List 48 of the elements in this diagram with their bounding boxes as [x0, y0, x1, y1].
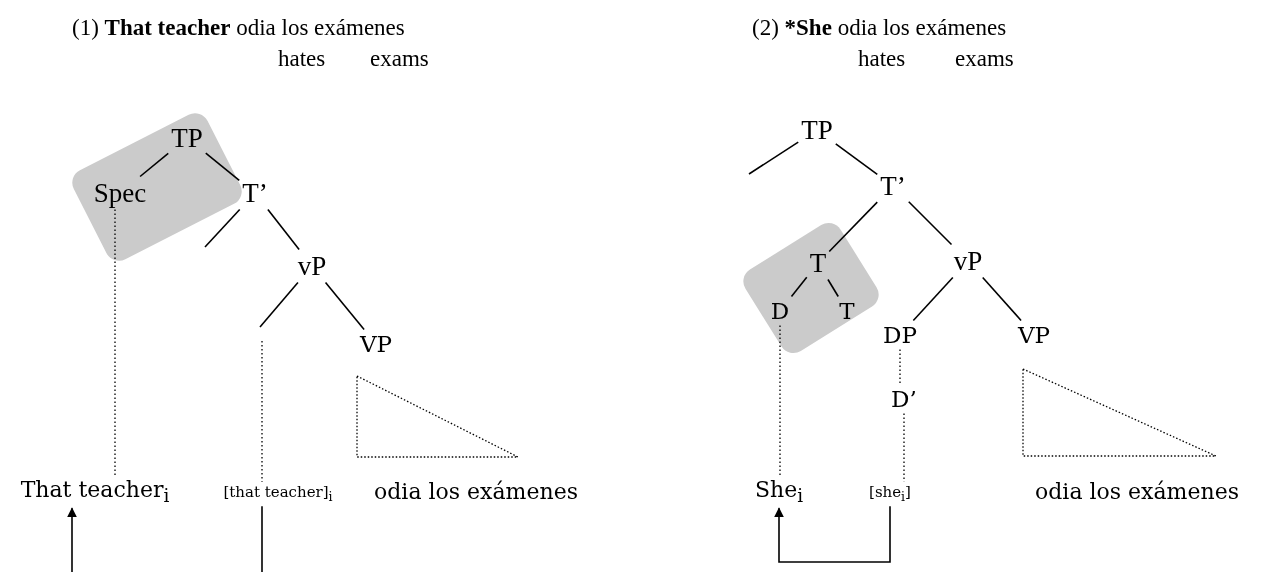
dotted-line	[779, 324, 781, 477]
category-label: T’	[242, 179, 268, 207]
constituent-triangle	[355, 374, 520, 459]
header-example: (2) *She odia los exámenes	[752, 16, 1007, 39]
dotted-line	[114, 208, 116, 477]
category-label: T’	[880, 172, 906, 200]
sentence-word: That teacher$_{i}$	[20, 478, 170, 506]
tree-branch	[790, 276, 808, 298]
category-label: TP	[171, 124, 203, 152]
tree-branch	[981, 276, 1022, 322]
dotted-line	[261, 340, 263, 483]
category-label: T	[809, 249, 827, 277]
tree-branch	[748, 141, 800, 175]
category-label: TP	[801, 116, 833, 144]
tree-branch	[907, 200, 953, 246]
movement-arrow	[774, 505, 891, 563]
category-label: D’	[891, 387, 917, 411]
category-label: Spec	[93, 179, 147, 207]
tree-branch	[827, 278, 840, 298]
category-label: vP	[297, 252, 327, 280]
tree-branch	[259, 281, 299, 328]
tree-branch	[204, 208, 241, 248]
header-example: (1) That teacher odia los exámenes	[72, 16, 405, 39]
trace-text: [that teacher]$_{i}$	[223, 484, 333, 504]
trace-text: [she$_{i}$]	[869, 484, 911, 504]
category-label: DP	[883, 323, 917, 347]
tree-branch	[324, 281, 365, 331]
vertical-line	[261, 505, 263, 572]
movement-arrow	[67, 507, 77, 572]
tree-branch	[828, 201, 879, 253]
category-label: VP	[359, 332, 393, 356]
gloss-word: hates	[858, 47, 906, 70]
tree-branch	[139, 152, 170, 178]
gloss-word: exams	[370, 47, 429, 70]
dotted-line	[899, 348, 901, 386]
category-label: D	[770, 299, 790, 323]
tree-branch	[834, 143, 879, 176]
category-label: T	[839, 299, 855, 323]
constituent-triangle	[1021, 367, 1218, 458]
gloss-word: exams	[955, 47, 1014, 70]
category-label: VP	[1017, 323, 1051, 347]
tree-branch	[912, 276, 954, 322]
tree-branch	[267, 208, 300, 251]
sentence-word: odia los exámenes	[1035, 481, 1239, 503]
sentence-word: odia los exámenes	[374, 481, 578, 503]
sentence-word: She$_{i}$	[754, 478, 804, 506]
gloss-word: hates	[278, 47, 326, 70]
category-label: vP	[953, 247, 983, 275]
